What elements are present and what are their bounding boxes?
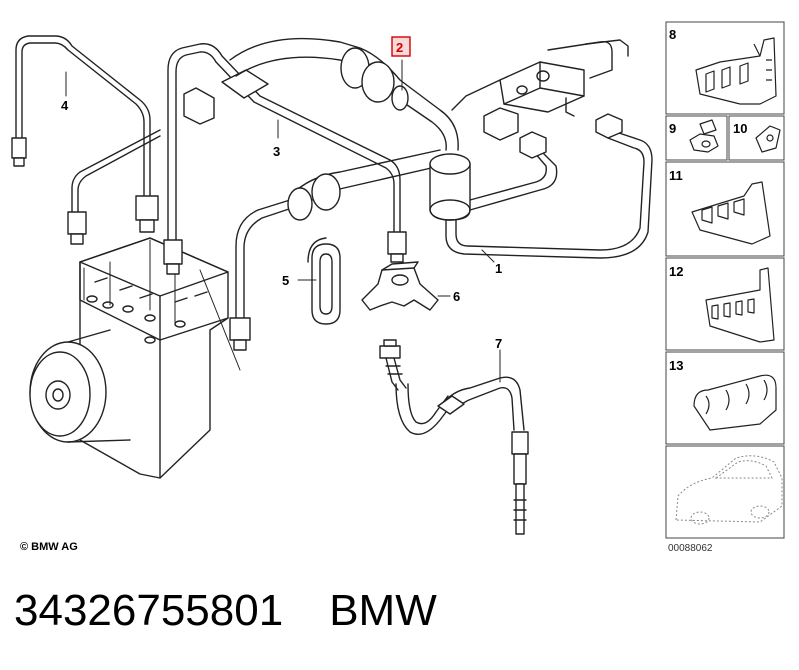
car-silhouette (675, 455, 783, 525)
hose-assembly-2 (229, 37, 471, 221)
label-11: 11 (669, 168, 683, 183)
brake-pipe-3 (163, 43, 407, 275)
brand-name: BMW (329, 586, 437, 635)
copyright-text: © BMW AG (20, 541, 78, 553)
callout-1: 1 (495, 261, 502, 276)
bracket-6 (361, 261, 439, 311)
label-8: 8 (669, 27, 676, 42)
label-9: 9 (669, 121, 676, 136)
label-10: 10 (733, 121, 747, 136)
callout-2-highlight-box (391, 36, 411, 57)
panel-9 (665, 115, 728, 161)
brake-pipe-4 (11, 35, 161, 245)
callout-3: 3 (273, 144, 280, 159)
panel-13 (665, 351, 785, 445)
brake-hose-7 (379, 339, 529, 535)
panel-12 (665, 257, 785, 351)
abs-unit (29, 237, 229, 479)
panel-car (665, 445, 785, 539)
label-13: 13 (669, 358, 683, 373)
callout-6: 6 (453, 289, 460, 304)
panel-10 (728, 115, 785, 161)
brake-pipe-1 (445, 129, 653, 259)
part-number: 34326755801 (14, 586, 284, 635)
panel-11 (665, 161, 785, 257)
panel-8 (665, 21, 785, 115)
callout-5: 5 (282, 273, 289, 288)
grommet-5 (307, 237, 341, 325)
callout-2: 2 (396, 40, 403, 55)
callout-7: 7 (495, 336, 502, 351)
master-cylinder-fittings (451, 39, 629, 159)
part-caption: 34326755801 BMW (14, 586, 437, 636)
callout-4: 4 (61, 98, 69, 113)
label-12: 12 (669, 264, 683, 279)
side-panel (665, 21, 785, 539)
diagram-number: 00088062 (668, 543, 713, 554)
